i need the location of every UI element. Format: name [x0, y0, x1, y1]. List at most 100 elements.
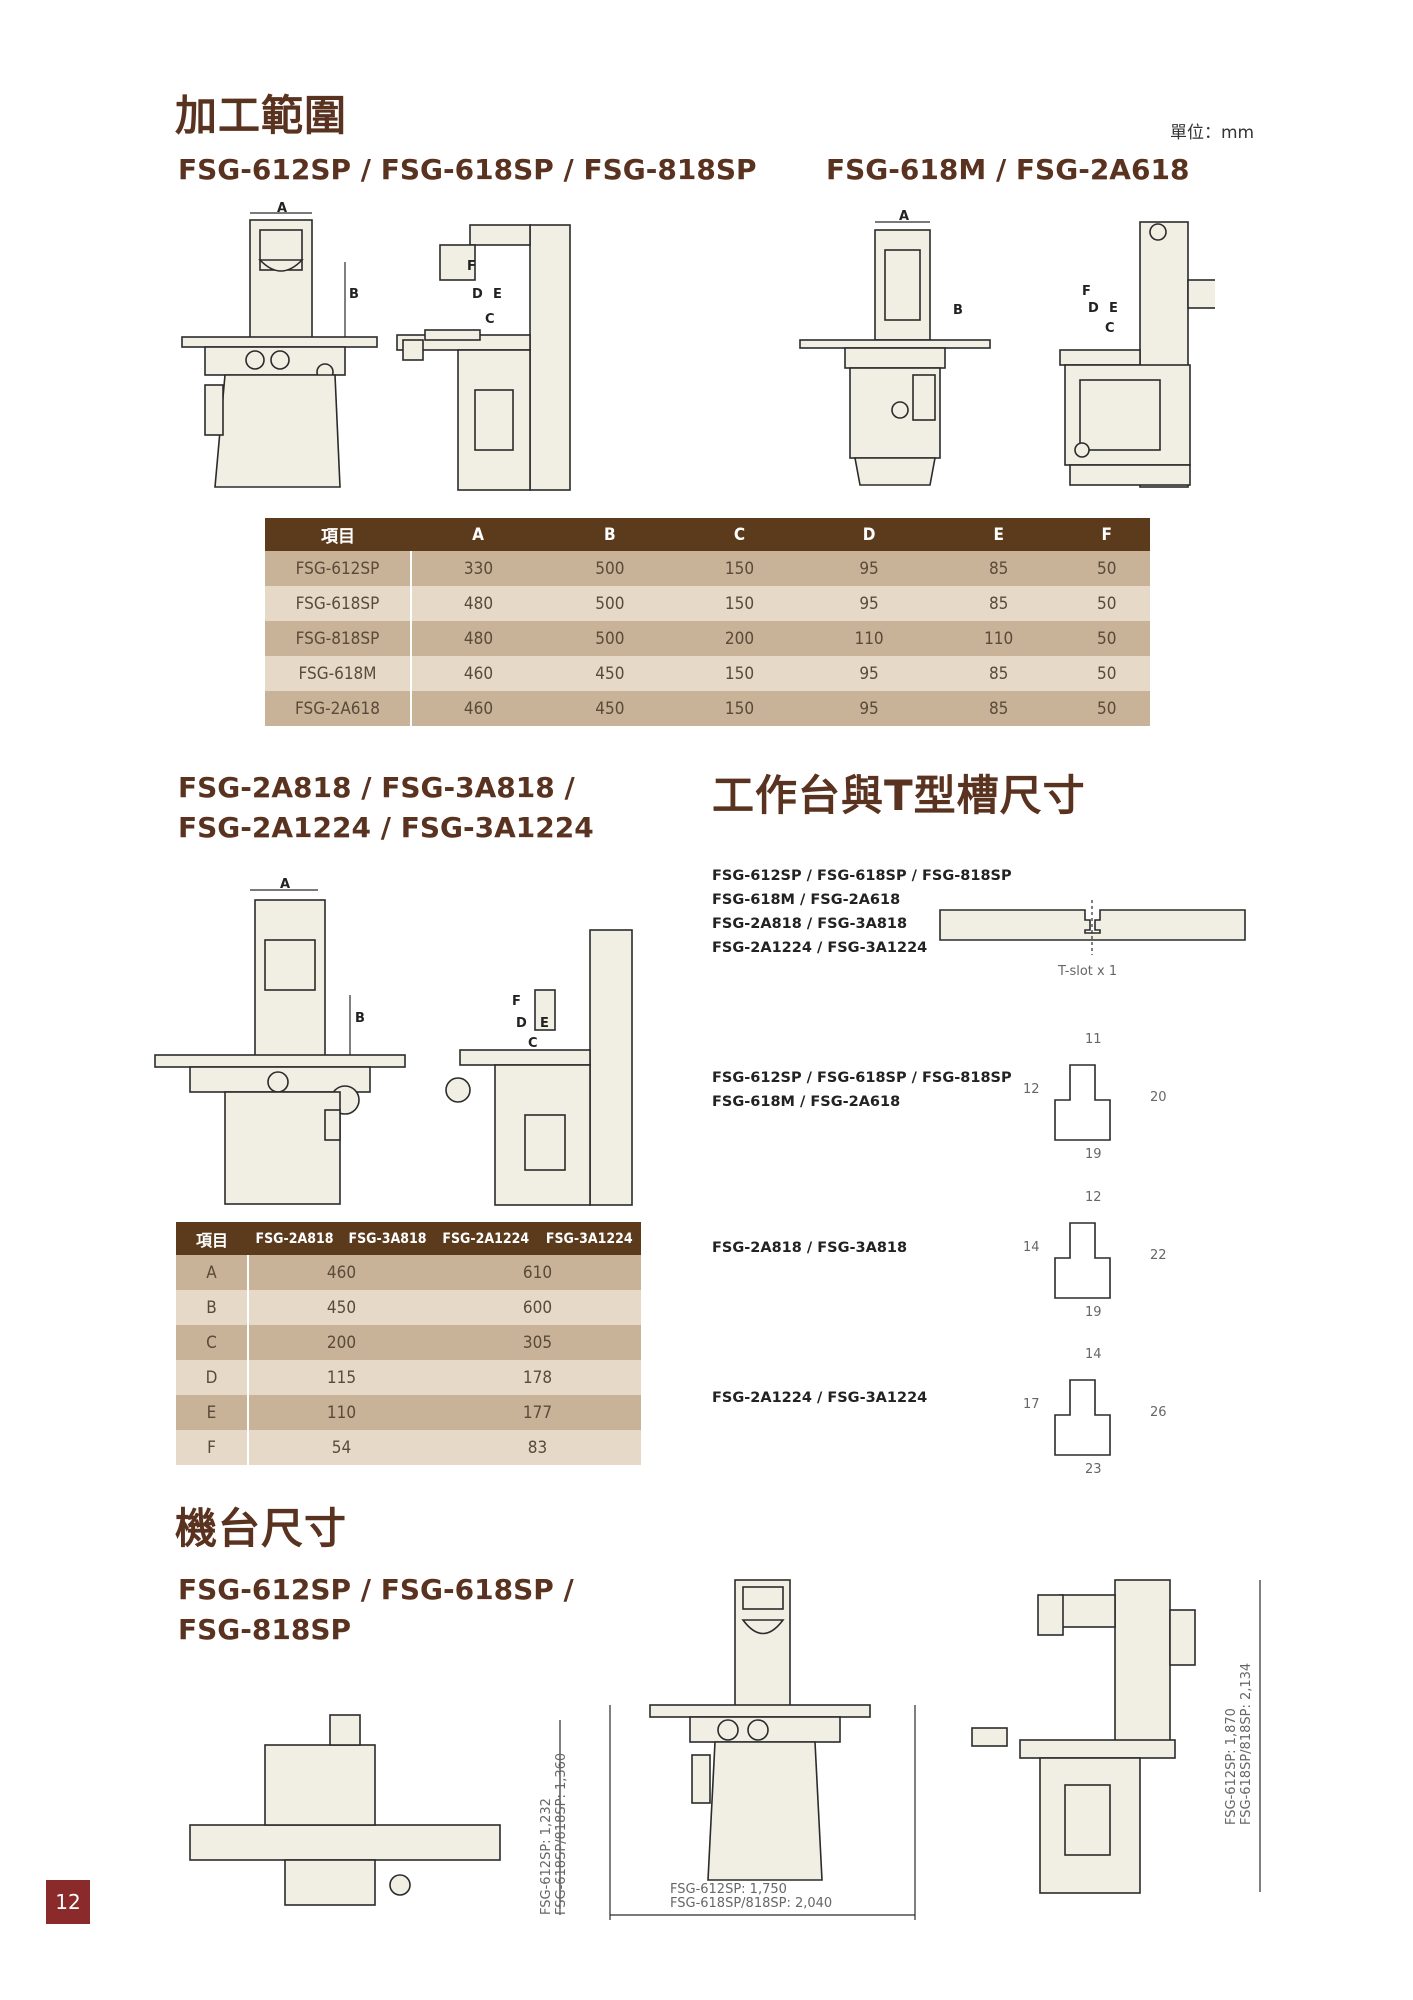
- models-group1: FSG-612SP / FSG-618SP / FSG-818SP: [178, 153, 757, 186]
- cell-model: FSG-818SP: [265, 621, 412, 656]
- cell-value: 500: [545, 551, 675, 586]
- tslot-table-models: FSG-612SP / FSG-618SP / FSG-818SP FSG-61…: [712, 864, 1012, 960]
- cell-value: 50: [1063, 586, 1150, 621]
- models-group3-line2: FSG-2A1224 / FSG-3A1224: [178, 811, 594, 844]
- th-a: A: [411, 518, 546, 551]
- cell-model: FSG-618M: [265, 656, 412, 691]
- cell-dim: A: [176, 1255, 249, 1290]
- list-item: FSG-2A1224 / FSG-3A1224: [712, 940, 928, 956]
- table-row: FSG-612SP 330 500 150 95 85 50: [265, 551, 1150, 586]
- dim-label-a-3: A: [280, 877, 290, 892]
- cell-dim: D: [176, 1360, 249, 1395]
- dim-label-d: D: [472, 287, 483, 302]
- dim-bottom: 19: [1085, 1305, 1102, 1320]
- list-item: FSG-618M / FSG-2A618: [712, 1094, 901, 1110]
- th-model: FSG-2A1224: [434, 1222, 538, 1255]
- cell-value: 95: [804, 551, 934, 586]
- tslot2-models: FSG-2A818 / FSG-3A818: [712, 1236, 907, 1260]
- cell-value: 450: [545, 656, 675, 691]
- th-model: FSG-3A818: [341, 1222, 435, 1255]
- cell-dim: F: [176, 1430, 249, 1465]
- th-b: B: [545, 518, 675, 551]
- list-item: FSG-2A818 / FSG-3A818: [712, 916, 908, 932]
- models-group2: FSG-618M / FSG-2A618: [826, 153, 1190, 186]
- cell-value: 115: [248, 1360, 435, 1395]
- range-table-2: 項目 FSG-2A818 FSG-3A818 FSG-2A1224 FSG-3A…: [176, 1222, 641, 1465]
- side-view-machine-3: [445, 929, 633, 1206]
- tslot1-models: FSG-612SP / FSG-618SP / FSG-818SP FSG-61…: [712, 1066, 1012, 1114]
- cell-dim: E: [176, 1395, 249, 1430]
- cell-model: FSG-618SP: [265, 586, 412, 621]
- machine-models-line1: FSG-612SP / FSG-618SP /: [178, 1573, 574, 1606]
- dim-top: 11: [1085, 1032, 1102, 1047]
- cell-value: 110: [933, 621, 1064, 656]
- section-title-range: 加工範圍: [175, 91, 348, 140]
- dim-label-b-2: B: [953, 303, 963, 318]
- dim-label-e-3: E: [540, 1016, 549, 1031]
- dim-label-a: A: [277, 201, 287, 216]
- tslot2-drawing: 12 14 22 19: [1023, 1190, 1167, 1320]
- th-item: 項目: [265, 518, 411, 551]
- dim-label-e-2: E: [1109, 301, 1118, 316]
- drawing-group3: A B F D E C: [154, 877, 633, 1206]
- dim-top: 14: [1085, 1347, 1102, 1362]
- cell-dim: C: [176, 1325, 249, 1360]
- tslot-note: T-slot x 1: [1057, 964, 1117, 979]
- depth-dim-2: FSG-618SP/818SP: 1,360: [554, 1753, 569, 1915]
- cell-value: 610: [434, 1255, 641, 1290]
- cell-value: 150: [674, 691, 805, 726]
- tslot1-drawing: 11 12 20 19: [1023, 1032, 1167, 1162]
- dim-label-d-2: D: [1088, 301, 1099, 316]
- cell-value: 85: [933, 551, 1064, 586]
- th-f: F: [1063, 518, 1150, 551]
- cell-value: 85: [933, 586, 1064, 621]
- models-group3-line1: FSG-2A818 / FSG-3A818 /: [178, 771, 575, 804]
- table-row: C 200 305: [176, 1325, 641, 1360]
- cell-value: 85: [933, 691, 1064, 726]
- table-row: FSG-818SP 480 500 200 110 110 50: [265, 621, 1150, 656]
- cell-value: 200: [674, 621, 805, 656]
- machine-top-view: FSG-612SP: 1,232 FSG-618SP/818SP: 1,360: [189, 1714, 569, 1915]
- table-header-row: 項目 A B C D E F: [265, 518, 1150, 551]
- tslot3-models: FSG-2A1224 / FSG-3A1224: [712, 1386, 927, 1410]
- tslot3-drawing: 14 17 26 23: [1023, 1347, 1167, 1477]
- table-row: FSG-2A618 460 450 150 95 85 50: [265, 691, 1150, 726]
- cell-value: 95: [804, 586, 934, 621]
- models-group3: FSG-2A818 / FSG-3A818 / FSG-2A1224 / FSG…: [178, 768, 594, 848]
- list-item: FSG-2A1224 / FSG-3A1224: [712, 1390, 928, 1406]
- cell-value: 460: [411, 691, 546, 726]
- cell-value: 150: [674, 586, 805, 621]
- cell-value: 95: [804, 656, 934, 691]
- cell-value: 95: [804, 691, 934, 726]
- th-d: D: [804, 518, 934, 551]
- cell-value: 460: [248, 1255, 435, 1290]
- th-item: 項目: [176, 1222, 248, 1255]
- front-view-machine-2: [799, 229, 991, 486]
- dim-left: 12: [1023, 1082, 1040, 1097]
- table-header-row: 項目 FSG-2A818 FSG-3A818 FSG-2A1224 FSG-3A…: [176, 1222, 641, 1255]
- cell-model: FSG-2A618: [265, 691, 412, 726]
- cell-value: 110: [248, 1395, 435, 1430]
- dim-label-d-3: D: [516, 1016, 527, 1031]
- dim-label-f-3: F: [512, 994, 521, 1009]
- table-row: FSG-618SP 480 500 150 95 85 50: [265, 586, 1150, 621]
- dim-label-f: F: [467, 259, 476, 274]
- dim-label-e: E: [493, 287, 502, 302]
- cell-value: 500: [545, 586, 675, 621]
- list-item: FSG-612SP / FSG-618SP / FSG-818SP: [712, 868, 1012, 884]
- cell-value: 83: [434, 1430, 641, 1465]
- cell-value: 480: [411, 586, 546, 621]
- dim-label-b-3: B: [355, 1011, 365, 1026]
- section-title-tslot: 工作台與T型槽尺寸: [712, 771, 1086, 820]
- dim-label-a-2: A: [899, 209, 909, 224]
- table-row: D 115 178: [176, 1360, 641, 1395]
- cell-value: 50: [1063, 621, 1150, 656]
- machine-models-line2: FSG-818SP: [178, 1613, 352, 1646]
- dim-right: 20: [1150, 1090, 1167, 1105]
- cell-value: 85: [933, 656, 1064, 691]
- section-title-machine: 機台尺寸: [175, 1504, 348, 1553]
- cell-value: 177: [434, 1395, 641, 1430]
- dim-bottom: 23: [1085, 1462, 1102, 1477]
- machine-front-view: FSG-612SP: 1,750 FSG-618SP/818SP: 2,040: [609, 1579, 916, 1920]
- th-model: FSG-2A818: [248, 1222, 342, 1255]
